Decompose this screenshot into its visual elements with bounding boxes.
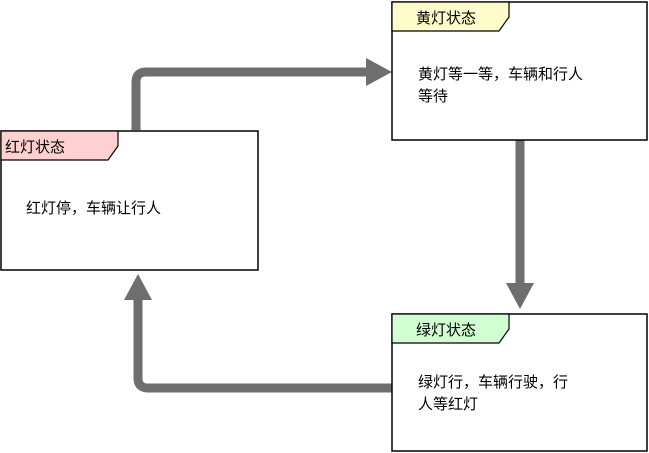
transition-green-to-red (124, 274, 392, 393)
state-green-tab (391, 313, 510, 344)
arrowhead-green-to-red (124, 274, 152, 300)
state-green-desc-line-2: 人等红灯 (418, 395, 478, 413)
state-yellow-desc-line-1: 黄灯等一等，车辆和行人 (418, 65, 583, 83)
state-red-desc-line-1: 红灯停，车辆让行人 (26, 199, 161, 217)
state-green-desc-line-1: 绿灯行，车辆行驶，行 (418, 373, 568, 391)
state-yellow-desc-line-2: 等待 (418, 87, 448, 105)
state-yellow-box (391, 1, 648, 141)
arrowhead-yellow-to-green (506, 283, 534, 309)
arrow-line-red-to-yellow (131, 67, 368, 130)
state-yellow-title: 黄灯状态 (416, 9, 476, 27)
state-yellow: 黄灯状态 黄灯等一等，车辆和行人 等待 (391, 1, 648, 141)
state-red: 红灯状态 红灯停，车辆让行人 (0, 130, 259, 271)
state-red-title: 红灯状态 (5, 138, 65, 156)
arrowhead-red-to-yellow (366, 58, 392, 86)
state-red-tab (0, 130, 119, 161)
state-green-title: 绿灯状态 (416, 321, 476, 339)
arrow-line-green-to-red (133, 298, 392, 393)
transition-red-to-yellow (131, 58, 392, 130)
state-green: 绿灯状态 绿灯行，车辆行驶，行 人等红灯 (391, 313, 648, 452)
transition-yellow-to-green (506, 140, 534, 309)
state-yellow-tab (391, 1, 510, 32)
